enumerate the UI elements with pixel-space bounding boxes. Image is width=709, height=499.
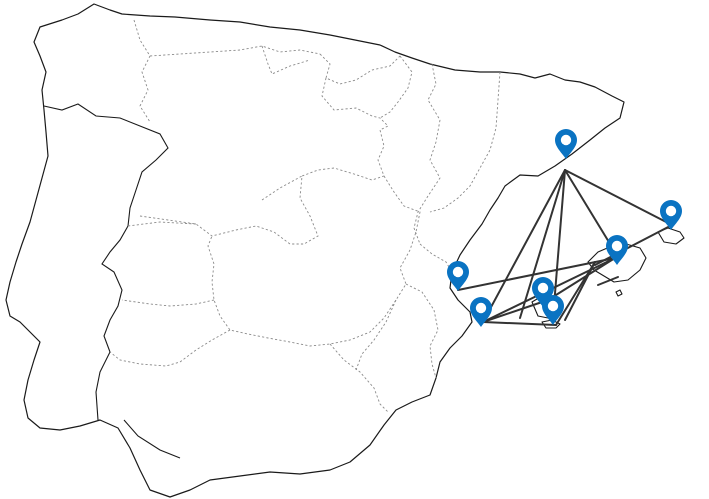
- map-pin-icon[interactable]: [606, 235, 628, 265]
- region-border-asturias: [149, 45, 321, 57]
- region-border-extremadura: [109, 221, 231, 367]
- route-line: [564, 169, 616, 253]
- region-border-valencia: [419, 243, 453, 273]
- region-border-aragon: [413, 63, 441, 245]
- map-pin-icon[interactable]: [542, 295, 564, 325]
- route-line: [594, 224, 673, 266]
- route-line: [547, 257, 616, 301]
- markers-layer: [447, 129, 682, 327]
- region-border-castilla-leon: [139, 125, 389, 245]
- route-line: [564, 169, 673, 226]
- route-line: [564, 261, 596, 321]
- route-line: [597, 276, 619, 286]
- region-border-galicia: [133, 19, 151, 123]
- route-line: [519, 169, 566, 319]
- route-line: [482, 321, 557, 326]
- route-line: [482, 169, 566, 323]
- map-pin-icon[interactable]: [447, 261, 469, 291]
- southern-region-line: [123, 419, 181, 459]
- region-border-larioja: [321, 77, 389, 127]
- route-line: [552, 169, 566, 319]
- map-pin-icon[interactable]: [470, 297, 492, 327]
- route-line: [457, 257, 616, 291]
- region-border-murcia: [355, 283, 439, 379]
- routes-layer: [457, 169, 673, 326]
- route-line: [482, 299, 549, 323]
- iberian-peninsula-coastline: [5, 3, 625, 498]
- region-border-castilla-mancha: [207, 175, 421, 347]
- map-pin-icon[interactable]: [555, 129, 577, 159]
- map-pin-icon[interactable]: [660, 200, 682, 230]
- region-border-navarra: [379, 55, 413, 119]
- island-cabrera: [615, 289, 623, 297]
- region-border-andalusia: [329, 343, 389, 413]
